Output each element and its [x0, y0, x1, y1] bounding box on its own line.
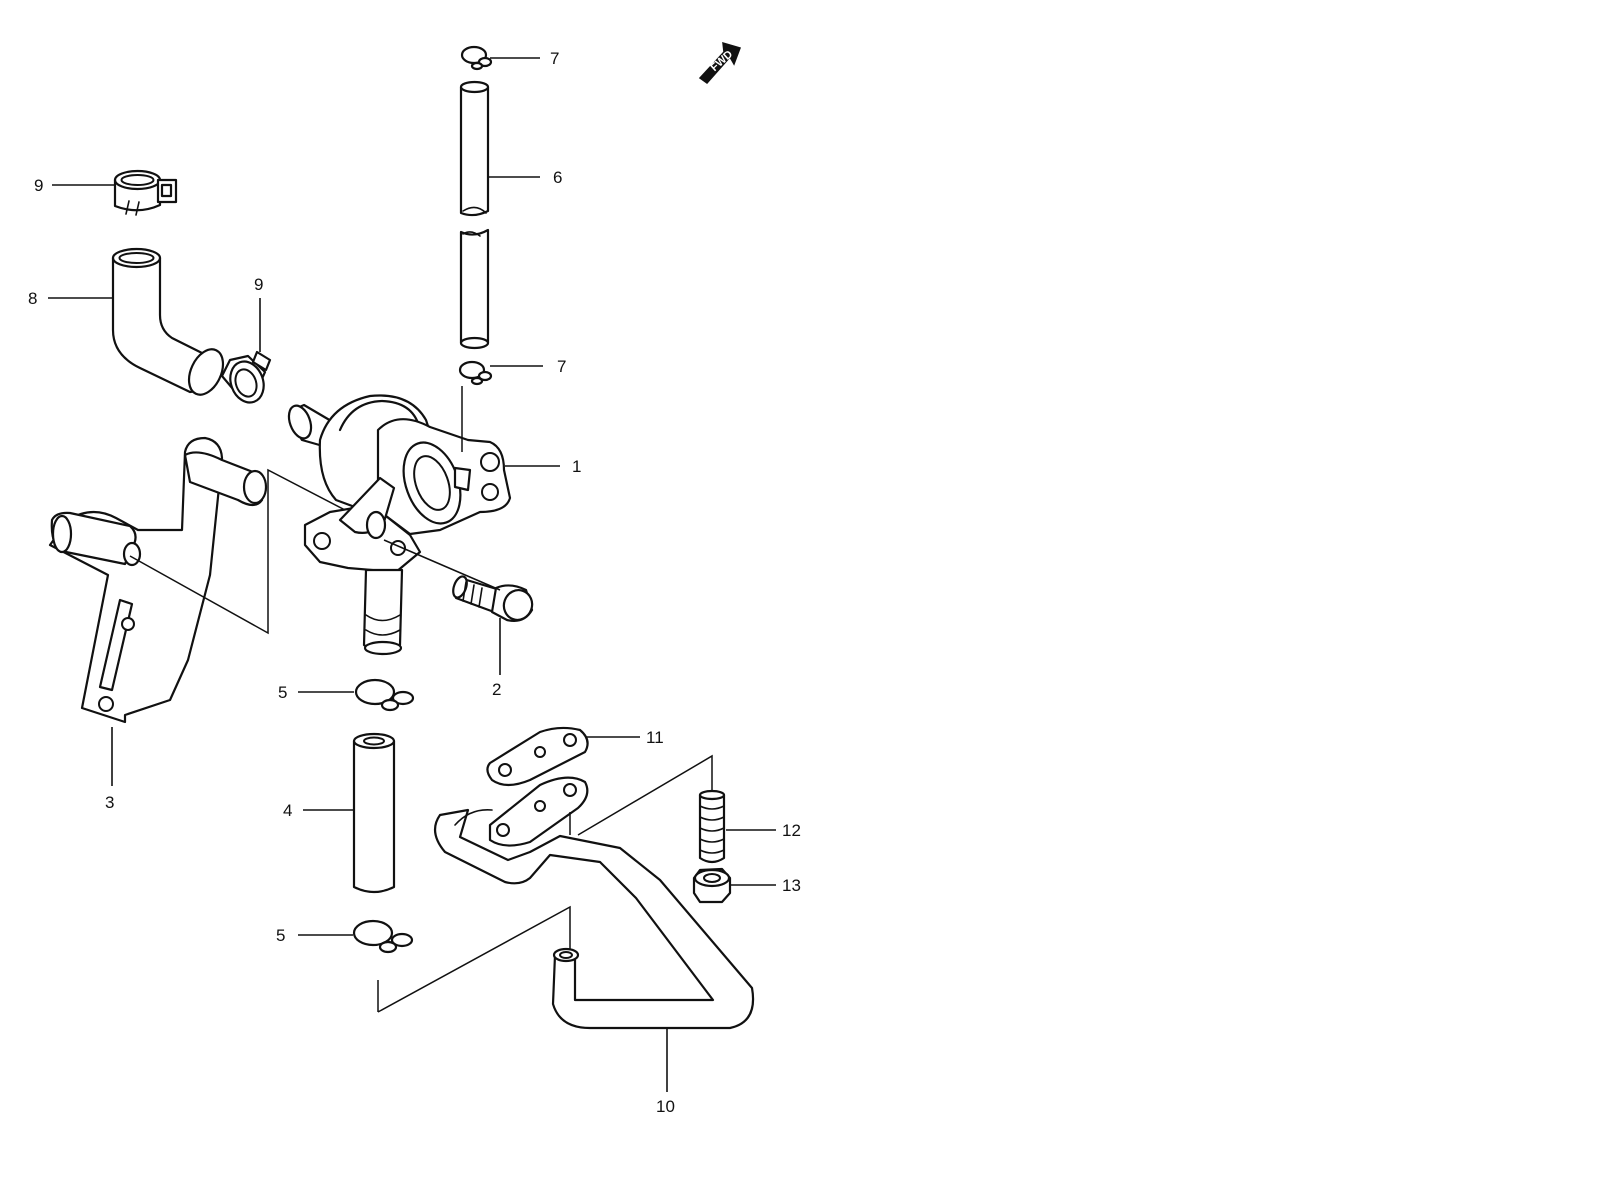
part-1-pump-assembly [287, 394, 512, 656]
part-5-o-ring-upper [354, 678, 415, 712]
callout-10: 10 [656, 1097, 675, 1116]
callout-2: 2 [492, 680, 501, 699]
part-11-gasket [486, 726, 589, 787]
assembly-guide-lines [129, 386, 713, 1013]
part-12-stud [698, 789, 726, 864]
leader-lines [48, 57, 776, 1092]
part-9-clamp-middle [220, 350, 272, 404]
part-4-hose [352, 732, 396, 894]
part-6-hose [459, 80, 490, 350]
callout-1: 1 [572, 457, 581, 476]
part-7-o-ring-top [460, 45, 493, 71]
callout-3: 3 [105, 793, 114, 812]
callout-9-middle: 9 [254, 275, 263, 294]
callout-5-lower: 5 [276, 926, 285, 945]
part-7-o-ring-lower [458, 360, 493, 386]
callout-6: 6 [553, 168, 562, 187]
callout-9-upper: 9 [34, 176, 43, 195]
part-10-pipe [433, 776, 755, 1030]
part-8-elbow-hose [111, 247, 225, 396]
callout-5-upper: 5 [278, 683, 287, 702]
part-13-nut [692, 867, 732, 904]
callout-11: 11 [646, 728, 664, 747]
part-9-clamp-upper [113, 169, 178, 216]
callout-12: 12 [782, 821, 801, 840]
part-3-bracket [48, 436, 268, 724]
callout-8: 8 [28, 289, 37, 308]
callout-13: 13 [782, 876, 801, 895]
callout-4: 4 [283, 801, 292, 820]
callout-7-top: 7 [550, 49, 559, 68]
part-5-o-ring-lower [352, 919, 414, 954]
callout-7-lower: 7 [557, 357, 566, 376]
callout-labels: 7 6 9 8 9 7 1 2 5 3 11 4 12 13 5 10 [28, 49, 801, 1116]
part-2-bolt [452, 575, 534, 622]
fwd-arrow-badge: FWD [698, 41, 741, 85]
